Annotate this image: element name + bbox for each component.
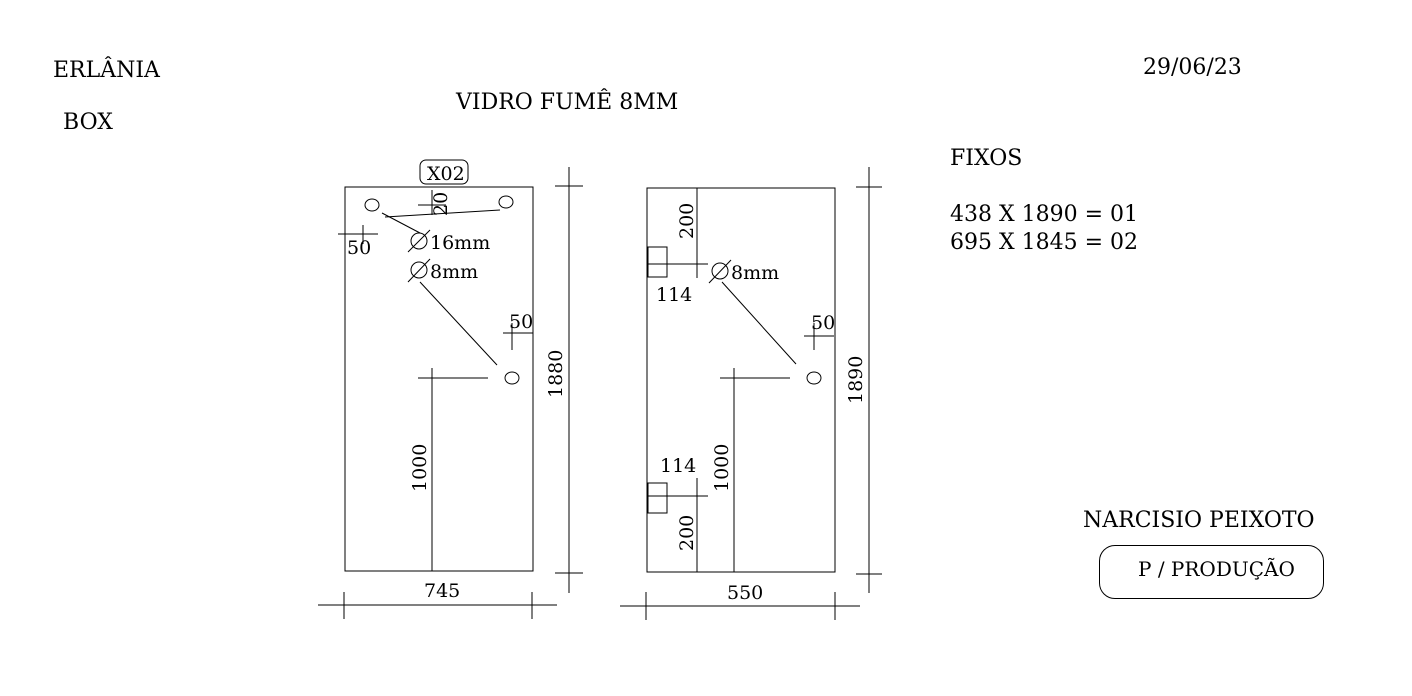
dim-114-upper: 114 (656, 284, 692, 306)
author-name: NARCISIO PEIXOTO (1083, 508, 1315, 533)
production-stamp-label: P / PRODUÇÃO (1138, 557, 1295, 581)
qty-tag: X02 (427, 163, 465, 185)
panel-left-outline (344, 186, 534, 572)
diameter-8-right-icon (711, 262, 729, 280)
dim-50-top: 50 (347, 237, 371, 259)
leader-top-holes (384, 209, 501, 218)
fixed-title: FIXOS (950, 146, 1023, 171)
leader-middle (419, 281, 498, 366)
dim-1000-right: 1000 (711, 444, 733, 492)
dim-width-right: 550 (727, 582, 763, 604)
dim-50-right: 50 (811, 312, 835, 334)
fixed-line-1: 438 X 1890 = 01 (950, 202, 1139, 227)
dim-50-mid: 50 (509, 311, 533, 333)
hole-top-right (498, 195, 514, 209)
dim-200-lower: 200 (676, 515, 698, 551)
diameter-8-slash (407, 258, 431, 283)
hole-right (806, 371, 822, 385)
dim-width: 745 (424, 580, 460, 602)
panel-right-outline (646, 187, 836, 573)
dim-114-lower: 114 (660, 455, 696, 477)
hole-middle (504, 371, 520, 385)
material-title: VIDRO FUMÊ 8MM (456, 90, 679, 115)
hole-large-label: 16mm (430, 232, 490, 254)
panel-left: X02 20 50 16mm 8mm 50 1000 (318, 159, 583, 619)
notch-upper (647, 246, 668, 278)
hole-top-left (364, 198, 380, 212)
qty-tag-box (419, 159, 469, 185)
dim-height-right: 1890 (845, 356, 867, 404)
diameter-8-right-slash (708, 259, 732, 284)
production-stamp: P / PRODUÇÃO (1099, 545, 1324, 599)
leader-top-left (381, 212, 421, 234)
diameter-16-icon (410, 232, 428, 250)
hole-right-label: 8mm (731, 262, 779, 284)
hole-small-label: 8mm (430, 261, 478, 283)
panel-right: 200 114 114 200 8mm 50 1000 1890 550 (620, 167, 882, 620)
dim-200-upper: 200 (676, 203, 698, 239)
dim-20: 20 (430, 192, 452, 216)
notch-lower (647, 482, 668, 514)
client-name: ERLÂNIA (53, 58, 160, 83)
diameter-16-slash (407, 229, 431, 253)
fixed-line-2: 695 X 1845 = 02 (950, 230, 1139, 255)
leader-right (721, 281, 797, 365)
date: 29/06/23 (1143, 55, 1242, 80)
dim-height: 1880 (545, 350, 567, 398)
dim-1000: 1000 (409, 444, 431, 492)
item-type: BOX (63, 110, 113, 135)
diameter-8-icon (410, 261, 428, 279)
